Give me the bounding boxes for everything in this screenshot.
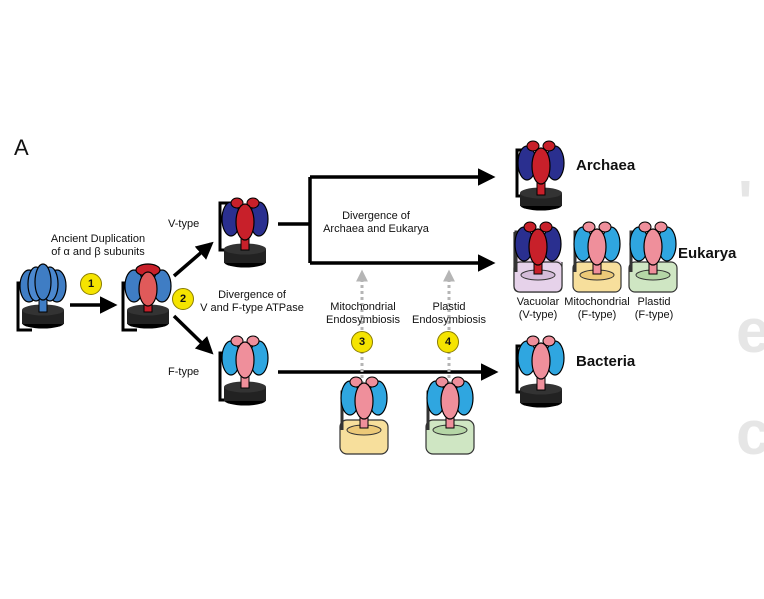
label-plastid: Plastid (F-type): [630, 296, 678, 322]
domain-archaea: Archaea: [576, 157, 636, 174]
domain-bacteria: Bacteria: [576, 353, 636, 370]
arrow-to-v-type: [172, 241, 214, 278]
label-divergence-ae-line1: Divergence of: [342, 210, 410, 222]
label-mito-endosymbiosis: Mitochondrial Endosymbiosis: [318, 301, 408, 327]
atpase-f-type: [218, 335, 269, 406]
label-ancient-duplication-line2: of α and β subunits: [51, 246, 145, 258]
label-divergence-archaea-eukarya: Divergence of Archaea and Eukarya: [316, 210, 436, 236]
atpase-duplicated: [121, 263, 172, 332]
atpase-eukarya-vacuolar: [513, 221, 563, 293]
atpase-eukarya-mitochondrial: [572, 221, 622, 293]
ghost-char-3: c: [736, 399, 764, 468]
label-mito-endosymbiosis-line2: Endosymbiosis: [326, 314, 400, 326]
label-vacuolar: Vacuolar (V-type): [508, 296, 568, 322]
domain-eukarya: Eukarya: [678, 245, 737, 262]
step-badge-2: 2: [172, 288, 194, 310]
arrow-to-f-type: [172, 314, 214, 355]
label-divergence-ae-line2: Archaea and Eukarya: [323, 223, 429, 235]
ghost-char-1: ': [738, 169, 753, 238]
atpase-v-type: [218, 197, 269, 268]
label-divergence-vf-line2: V and F-type ATPase: [200, 302, 304, 314]
panel-label: A: [14, 135, 29, 160]
endosymbiosis-arrows: [356, 269, 455, 390]
atpase-bacteria: [515, 335, 565, 408]
label-ancient-duplication: Ancient Duplication of α and β subunits: [38, 233, 158, 259]
arrows: [70, 168, 499, 381]
atpase-archaea: [515, 140, 565, 211]
label-mitochondrial-line2: (F-type): [577, 309, 617, 321]
label-divergence-vf: Divergence of V and F-type ATPase: [192, 289, 312, 315]
label-plastid-endosymbiosis-line2: Endosymbiosis: [412, 314, 486, 326]
label-mito-endosymbiosis-line1: Mitochondrial: [330, 301, 396, 313]
atpase-endosymbiont-mitochondrial: [339, 376, 389, 455]
label-ancient-duplication-line1: Ancient Duplication: [50, 233, 146, 245]
label-vacuolar-line2: (V-type): [518, 309, 558, 321]
label-plastid-line2: (F-type): [634, 309, 674, 321]
atpase-ancestral: [16, 263, 67, 332]
label-divergence-vf-line1: Divergence of: [218, 289, 286, 301]
label-mitochondrial-line1: Mitochondrial: [564, 296, 630, 308]
step-badge-3: 3: [351, 331, 373, 353]
label-f-type: F-type: [168, 366, 200, 378]
label-mitochondrial: Mitochondrial (F-type): [560, 296, 634, 322]
step-badge-4: 4: [437, 331, 459, 353]
label-plastid-line1: Plastid: [637, 296, 671, 308]
label-plastid-endosymbiosis-line1: Plastid: [432, 301, 466, 313]
step-badge-1: 1: [80, 273, 102, 295]
label-vacuolar-line1: Vacuolar: [516, 296, 560, 308]
atpase-eukarya-plastid: [628, 221, 678, 293]
label-plastid-endosymbiosis: Plastid Endosymbiosis: [406, 301, 492, 327]
ghost-char-2: e: [736, 297, 764, 366]
atpase-endosymbiont-plastid: [425, 376, 475, 455]
label-v-type: V-type: [168, 218, 200, 230]
